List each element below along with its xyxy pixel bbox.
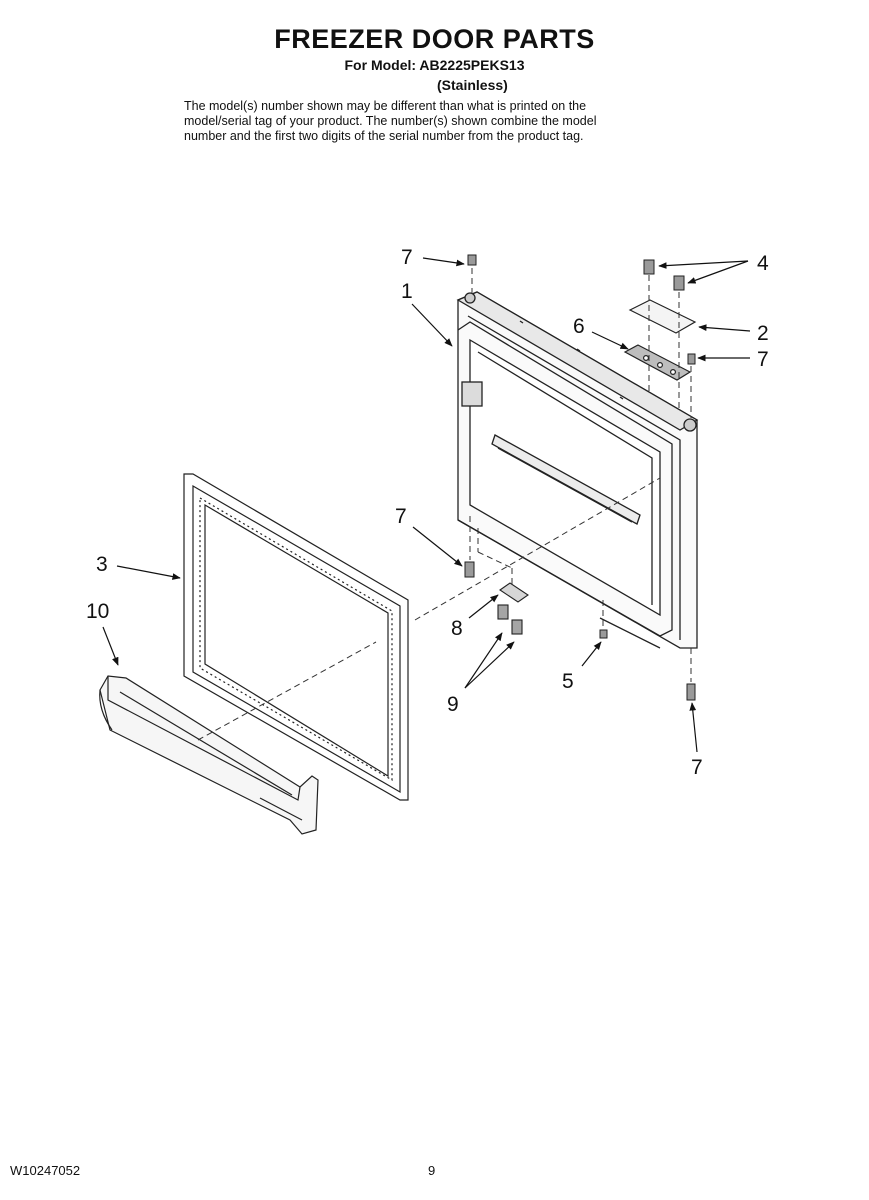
hinge-cover-part: [628, 299, 697, 334]
callout-2: 2: [757, 322, 769, 345]
callout-1: 1: [401, 280, 413, 303]
callout-leaders: [102, 257, 751, 753]
screw-parts: [464, 254, 696, 701]
callout-6: 6: [573, 315, 585, 338]
model-variant: (Stainless): [437, 77, 508, 93]
page-number: 9: [428, 1163, 436, 1178]
note-line-2: model/serial tag of your product. The nu…: [184, 114, 597, 128]
callout-8: 8: [451, 617, 463, 640]
callout-4: 4: [757, 252, 769, 275]
note-line-1: The model(s) number shown may be differe…: [184, 99, 587, 113]
callout-7-top: 7: [401, 246, 413, 269]
callout-7-mid: 7: [395, 505, 407, 528]
callout-3: 3: [96, 553, 108, 576]
disclaimer-note: The model(s) number shown may be differe…: [184, 99, 704, 144]
door-gasket-part: [183, 473, 409, 801]
note-line-3: number and the first two digits of the s…: [184, 129, 584, 143]
callout-5: 5: [562, 670, 574, 693]
callout-7-bottom: 7: [691, 756, 703, 779]
door-bin-part: [99, 675, 319, 835]
freezer-door-part: [456, 291, 699, 649]
hinge-shim-part: [623, 344, 692, 381]
assembly-guide-lines: [197, 268, 692, 741]
hinge-bracket-part: [497, 582, 529, 635]
callout-9: 9: [447, 693, 459, 716]
callout-10: 10: [86, 600, 109, 623]
document-number: W10247052: [10, 1163, 81, 1178]
callout-7-right: 7: [757, 348, 769, 371]
page-title: FREEZER DOOR PARTS: [274, 24, 595, 54]
model-line: For Model: AB2225PEKS13: [344, 57, 525, 73]
